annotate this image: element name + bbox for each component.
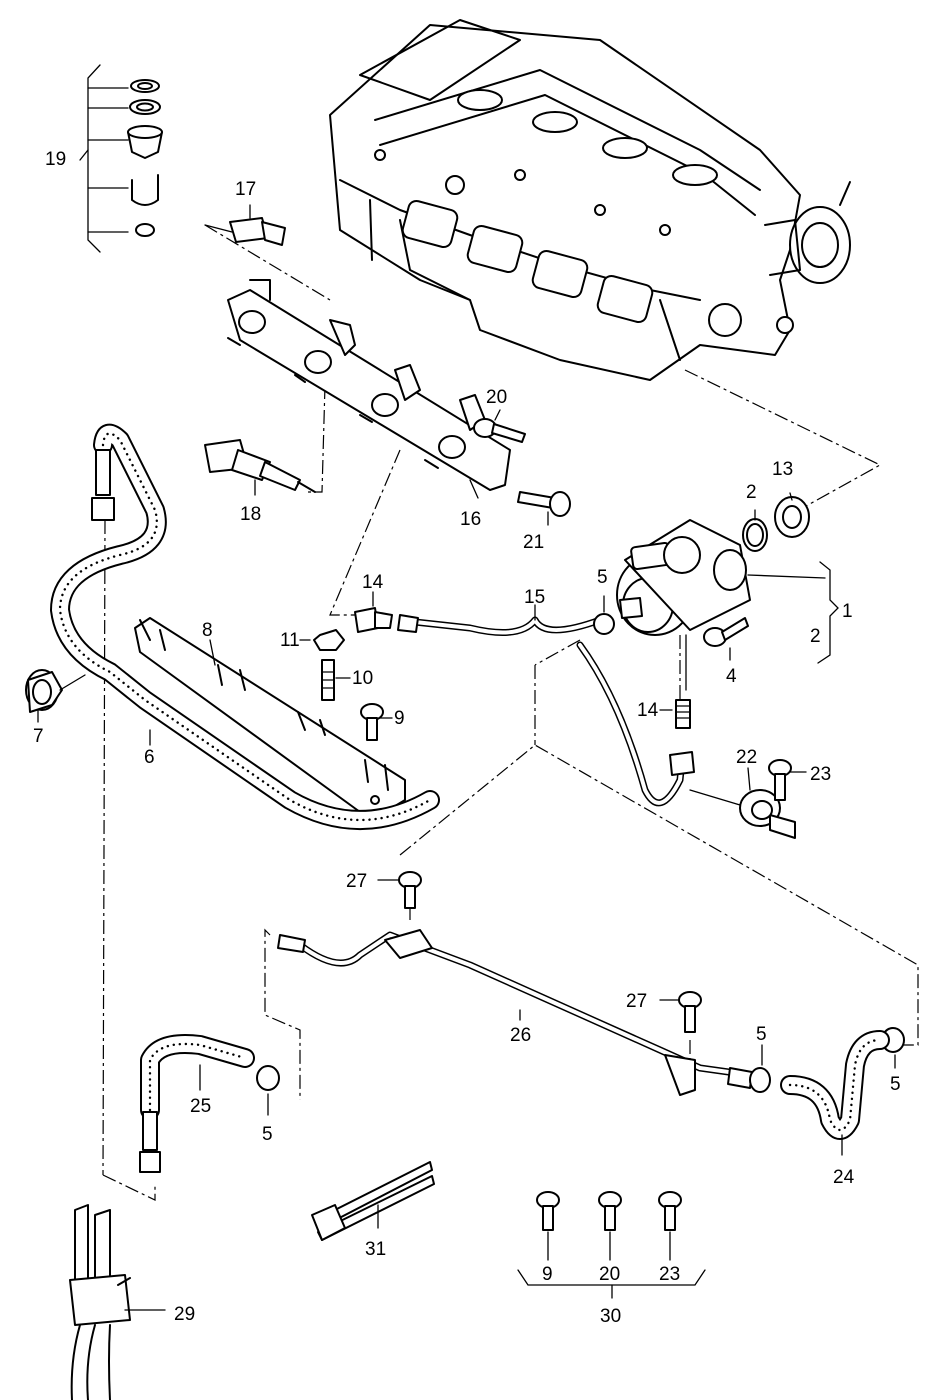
- clamp-5-left: [256, 1065, 280, 1116]
- callout-26: 26: [510, 1025, 531, 1046]
- callout-2-bracket: 2: [810, 626, 821, 647]
- callout-10: 10: [352, 668, 373, 689]
- callout-16: 16: [460, 509, 481, 530]
- bolt-9-top: [360, 703, 393, 741]
- holder-22: [739, 767, 796, 839]
- callout-7: 7: [33, 726, 44, 747]
- fitting-14-top: [354, 591, 393, 633]
- callout-22: 22: [736, 747, 757, 768]
- callout-4: 4: [726, 666, 737, 687]
- callout-labels: 19 17 20 18 16 21 13 2 1 2 5 15 14 11 10…: [33, 149, 901, 1327]
- nut-11: [299, 629, 345, 651]
- fuel-hose-24: [780, 1030, 890, 1156]
- clamp-5-mid: [749, 1044, 771, 1093]
- callout-27-lower: 27: [626, 991, 647, 1012]
- bolt-21: [517, 491, 571, 526]
- callout-9-set: 9: [542, 1264, 553, 1285]
- connector-29: [69, 1204, 166, 1400]
- callout-1: 1: [842, 601, 853, 622]
- callout-13: 13: [772, 459, 793, 480]
- callout-23-set: 23: [659, 1264, 680, 1285]
- callout-17: 17: [235, 179, 256, 200]
- pressure-sensor-17: [204, 204, 286, 246]
- callout-15: 15: [524, 587, 545, 608]
- bolt-4: [703, 617, 749, 661]
- bolt-set-30: [517, 1191, 706, 1299]
- bolt-27-lower: [659, 991, 702, 1033]
- bolt-20: [473, 409, 526, 443]
- fuel-line-26: [277, 929, 754, 1096]
- fitting-14-lower: [659, 699, 691, 729]
- callout-14-top: 14: [362, 572, 384, 593]
- stud-10: [321, 659, 351, 701]
- bracket-1-2: [817, 561, 839, 664]
- callout-5-right: 5: [890, 1074, 901, 1095]
- callout-20: 20: [486, 387, 507, 408]
- cylinder-head: [329, 19, 851, 381]
- callout-23-top: 23: [810, 764, 831, 785]
- cable-ties-31: [311, 1161, 435, 1241]
- callout-19: 19: [45, 149, 66, 170]
- bolt-23-top: [768, 759, 807, 801]
- callout-5-top: 5: [597, 567, 608, 588]
- injector-18: [204, 439, 316, 496]
- callout-14-lower: 14: [637, 700, 659, 721]
- callout-11: 11: [280, 630, 300, 651]
- callout-27-top: 27: [346, 871, 367, 892]
- callout-24: 24: [833, 1167, 855, 1188]
- seal-kit-19: [79, 64, 163, 253]
- callout-8: 8: [202, 620, 213, 641]
- callout-20-set: 20: [599, 1264, 620, 1285]
- callout-6: 6: [144, 747, 155, 768]
- fuel-hose-25: [139, 1034, 255, 1173]
- callout-25: 25: [190, 1096, 211, 1117]
- fuel-hose-6: [50, 423, 440, 830]
- high-pressure-pump-1: [616, 492, 826, 691]
- callout-5-mid: 5: [756, 1024, 767, 1045]
- callout-31: 31: [365, 1239, 386, 1260]
- callout-5-left: 5: [262, 1124, 273, 1145]
- supply-line: [576, 641, 741, 807]
- callout-18: 18: [240, 504, 261, 525]
- callout-30: 30: [600, 1306, 621, 1327]
- callout-21: 21: [523, 532, 544, 553]
- pressure-line-15: [397, 604, 604, 636]
- callout-9-top: 9: [394, 708, 405, 729]
- sleeve-7: [25, 669, 86, 723]
- callout-29: 29: [174, 1304, 195, 1325]
- callout-2-top: 2: [746, 482, 757, 503]
- bolt-27-top: [377, 871, 422, 909]
- clamp-5-top: [593, 595, 615, 635]
